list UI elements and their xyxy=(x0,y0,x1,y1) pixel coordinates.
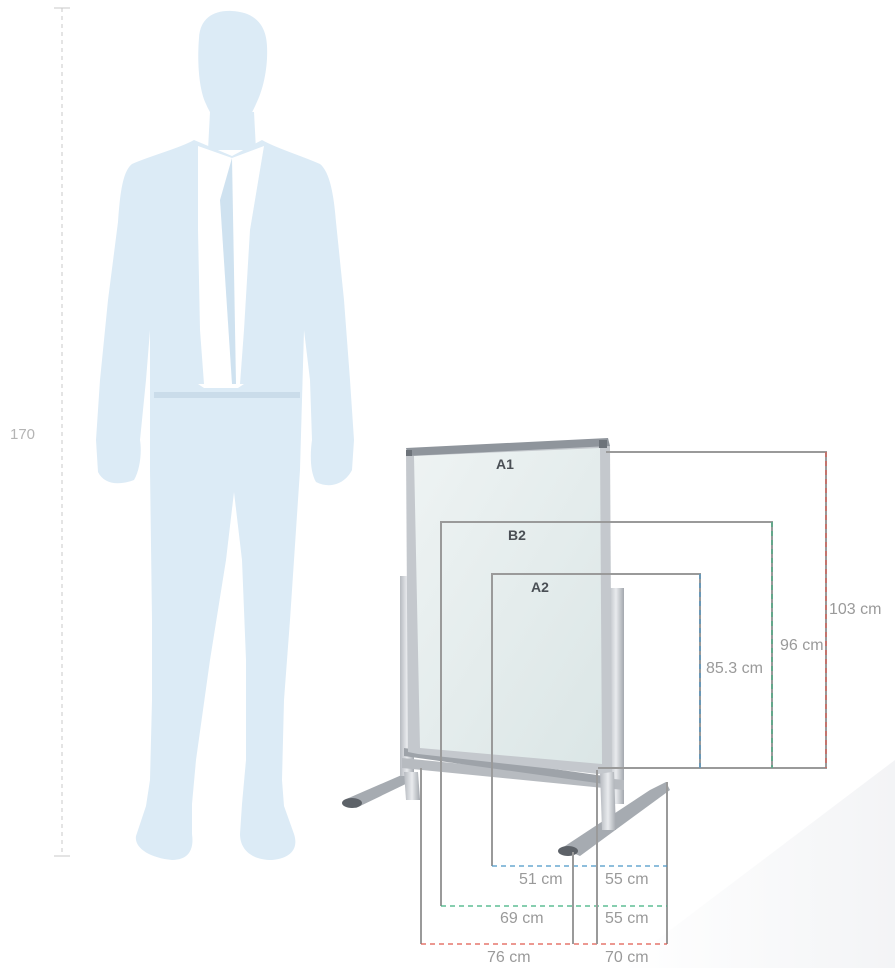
format-b2-depth: 55 cm xyxy=(605,910,649,927)
format-a2-height: 85.3 cm xyxy=(706,660,763,677)
height-scale: 170 xyxy=(10,7,70,857)
format-a1-outline xyxy=(420,451,827,945)
format-b2-height: 96 cm xyxy=(780,637,824,654)
format-a2-outline xyxy=(491,573,701,867)
format-a2-width: 51 cm xyxy=(519,871,563,888)
person-details xyxy=(154,158,300,398)
depth-guides xyxy=(572,770,598,944)
format-a1-width: 76 cm xyxy=(487,949,531,966)
format-b2-width: 69 cm xyxy=(500,910,544,927)
format-a1-depth: 70 cm xyxy=(605,949,649,966)
format-a1-height: 103 cm xyxy=(829,601,881,618)
format-a1-label: A1 xyxy=(496,456,514,472)
format-a2-label: A2 xyxy=(531,579,549,595)
person-silhouette xyxy=(96,10,354,860)
poster-stand xyxy=(342,438,670,856)
format-a2-depth: 55 cm xyxy=(605,871,649,888)
format-b2-outline xyxy=(440,521,773,907)
floor-shade xyxy=(620,760,895,968)
height-scale-label: 170 xyxy=(10,426,35,443)
format-b2-label: B2 xyxy=(508,527,526,543)
